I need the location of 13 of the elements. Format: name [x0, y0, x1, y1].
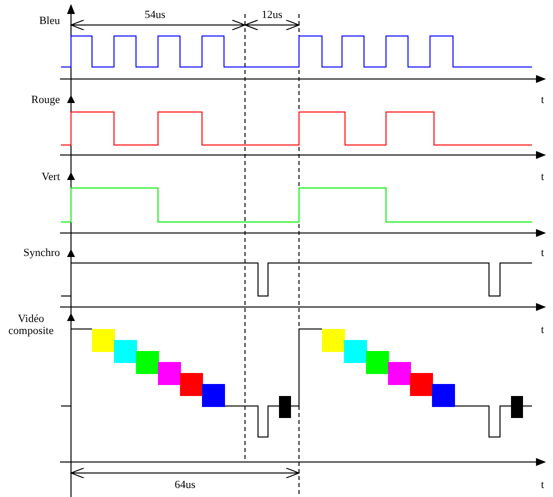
- duration-label: 12us: [260, 9, 284, 21]
- duration-label: 64us: [174, 479, 196, 491]
- signal-label: Vidéo composite: [7, 313, 55, 337]
- axis-label: t: [541, 247, 546, 259]
- axis-label: t: [541, 94, 546, 106]
- signal-label: Synchro: [22, 247, 60, 259]
- signal-label: Vert: [40, 171, 60, 183]
- signal-label: Bleu: [38, 15, 60, 27]
- axis-label: t: [541, 171, 546, 183]
- axis-label: t: [541, 479, 546, 491]
- signal-label: Rouge: [30, 94, 60, 106]
- axis-label: t: [541, 324, 546, 336]
- duration-label: 54us: [144, 9, 166, 21]
